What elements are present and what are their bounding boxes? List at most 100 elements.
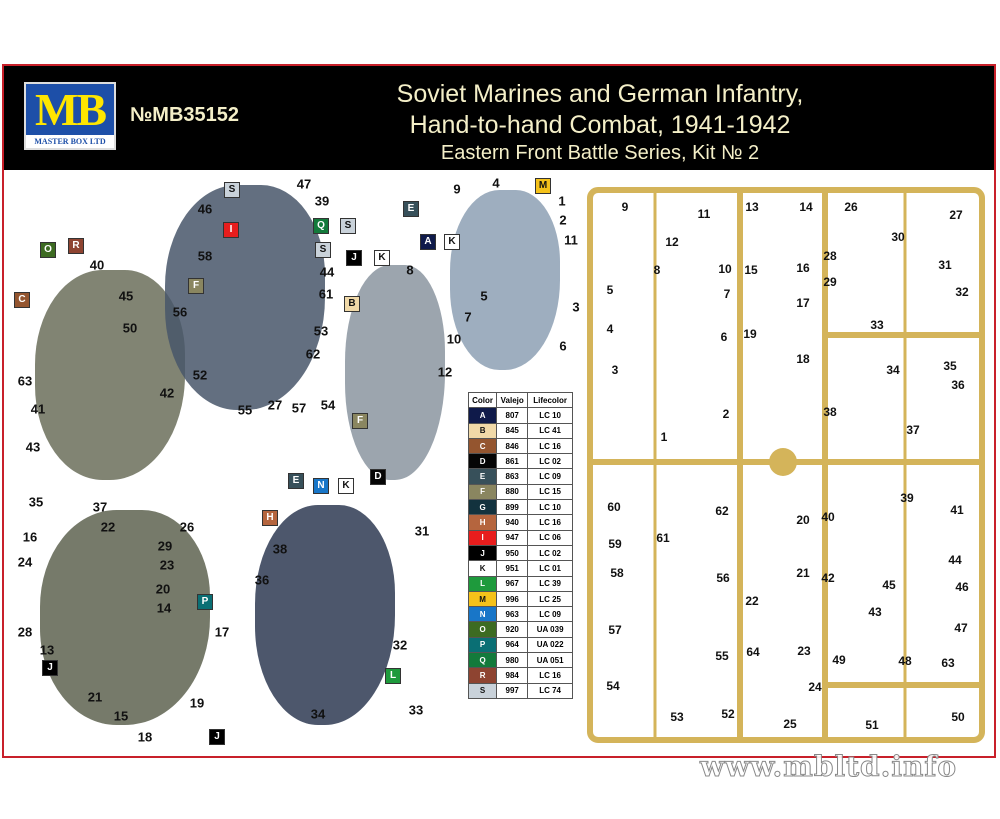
part-callout: 11 <box>564 232 578 248</box>
sprue-part-number: 11 <box>697 207 711 221</box>
valejo-code: 861 <box>496 453 529 470</box>
part-callout: 53 <box>313 323 329 339</box>
valejo-code: 863 <box>496 468 529 485</box>
valejo-code: 964 <box>496 636 529 654</box>
part-callout: 37 <box>92 499 108 515</box>
figure-marine-german-grapple <box>165 185 325 410</box>
part-callout: 18 <box>137 729 153 745</box>
color-tag: F <box>352 413 368 429</box>
color-swatch: B <box>467 422 498 439</box>
sprue-part-number: 43 <box>868 605 882 619</box>
valejo-code: 967 <box>496 575 529 592</box>
sprue-part-number: 12 <box>665 235 679 249</box>
color-tag: E <box>288 473 304 489</box>
color-tag: P <box>197 594 213 610</box>
sprue-part-number: 36 <box>951 378 965 392</box>
sprue-part-number: 7 <box>723 287 731 301</box>
subtitle: Eastern Front Battle Series, Kit № 2 <box>440 142 760 164</box>
sprue-part-number: 24 <box>808 680 822 694</box>
sprue-part-number: 27 <box>949 208 963 222</box>
part-callout: 17 <box>214 624 230 640</box>
color-swatch: O <box>467 621 498 638</box>
color-swatch: J <box>467 544 498 562</box>
sprue-part-number: 28 <box>823 249 837 263</box>
color-tag: D <box>370 469 386 485</box>
valejo-code: 947 <box>496 529 529 546</box>
valejo-code: 920 <box>496 621 529 638</box>
figure-marine-carrying <box>255 505 395 725</box>
sprue-part-number: 1 <box>660 430 668 444</box>
part-callout: 16 <box>22 529 38 545</box>
color-swatch: F <box>467 483 498 501</box>
part-callout: 35 <box>28 494 44 510</box>
part-callout: 2 <box>559 212 567 228</box>
part-callout: 29 <box>157 538 173 554</box>
part-callout: 21 <box>87 689 103 705</box>
color-tag: S <box>340 218 356 234</box>
sprue-part-number: 58 <box>610 566 624 580</box>
part-callout: 19 <box>189 695 205 711</box>
valejo-code: 845 <box>496 422 529 439</box>
sprue-frame <box>587 187 985 743</box>
lifecolor-code: LC 41 <box>527 422 573 439</box>
valejo-code: 996 <box>496 590 529 608</box>
sprue-part-number: 29 <box>823 275 837 289</box>
lifecolor-code: UA 051 <box>527 652 573 669</box>
part-callout: 42 <box>159 385 175 401</box>
sprue-part-number: 41 <box>950 503 964 517</box>
part-callout: 41 <box>30 401 46 417</box>
part-callout: 36 <box>254 572 270 588</box>
sprue-part-number: 57 <box>608 623 622 637</box>
sprue-part-number: 32 <box>955 285 969 299</box>
sprue-part-number: 30 <box>891 230 905 244</box>
part-callout: 62 <box>305 346 321 362</box>
sprue-part-number: 44 <box>948 553 962 567</box>
color-tag: J <box>209 729 225 745</box>
page-frame <box>2 64 996 758</box>
color-tag: Q <box>313 218 329 234</box>
part-callout: 40 <box>89 257 105 273</box>
lifecolor-code: LC 25 <box>527 590 573 608</box>
sprue-part-number: 15 <box>744 263 758 277</box>
lifecolor-code: LC 09 <box>527 606 573 623</box>
part-callout: 14 <box>156 600 172 616</box>
part-callout: 44 <box>319 264 335 280</box>
part-callout: 52 <box>192 367 208 383</box>
sprue-part-number: 14 <box>799 200 813 214</box>
sprue-part-number: 51 <box>865 718 879 732</box>
part-callout: 55 <box>237 402 253 418</box>
sprue-part-number: 47 <box>954 621 968 635</box>
valejo-code: 880 <box>496 483 529 501</box>
sprue-part-number: 26 <box>844 200 858 214</box>
sprue-part-number: 16 <box>796 261 810 275</box>
lifecolor-code: LC 06 <box>527 529 573 546</box>
color-swatch: D <box>467 453 498 470</box>
part-callout: 43 <box>25 439 41 455</box>
part-callout: 31 <box>414 523 430 539</box>
sprue-part-number: 6 <box>720 330 728 344</box>
part-callout: 23 <box>159 557 175 573</box>
part-callout: 58 <box>197 248 213 264</box>
lifecolor-code: LC 01 <box>527 560 573 577</box>
part-callout: 61 <box>318 286 334 302</box>
sprue-part-number: 49 <box>832 653 846 667</box>
color-tag: R <box>68 238 84 254</box>
sprue-part-number: 31 <box>938 258 952 272</box>
sprue-part-number: 42 <box>821 571 835 585</box>
color-swatch: L <box>467 575 498 592</box>
part-callout: 22 <box>100 519 116 535</box>
sprue-part-number: 46 <box>955 580 969 594</box>
color-swatch: M <box>467 590 498 608</box>
color-swatch: N <box>467 606 498 623</box>
sprue-part-number: 8 <box>653 263 661 277</box>
sprue-part-number: 35 <box>943 359 957 373</box>
color-swatch: I <box>467 529 498 546</box>
part-callout: 47 <box>296 176 312 192</box>
